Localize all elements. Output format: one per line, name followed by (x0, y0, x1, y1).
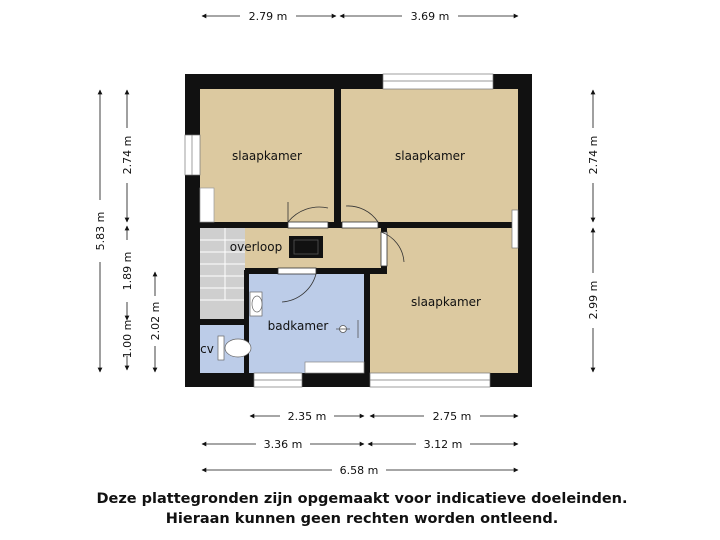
room-label-landing: overloop (230, 240, 282, 254)
window-top-right (382, 73, 494, 90)
wall-bedroom-left (364, 270, 370, 373)
sink (249, 291, 263, 317)
disclaimer-line-2: Hieraan kunnen geen rechten worden ontle… (166, 511, 558, 527)
dim-left-mid: 1.89 m (121, 252, 134, 291)
dim-right-lower: 2.99 m (587, 281, 600, 320)
dim-bottom-row2-right: 3.12 m (424, 438, 463, 451)
shower (336, 320, 359, 338)
room-label-bedroom-top-left: slaapkamer (232, 149, 302, 163)
bath-bench (304, 361, 365, 374)
hatch (289, 236, 323, 258)
floor-bedroom-bottom-right (370, 228, 518, 373)
dim-bottom-row2-left: 3.36 m (264, 438, 303, 451)
dim-left-total: 5.83 m (94, 212, 107, 251)
window-left (184, 134, 201, 176)
dim-bottom-row1-right: 2.75 m (433, 410, 472, 423)
stairs-treads (200, 228, 245, 301)
room-label-bathroom: badkamer (268, 319, 329, 333)
room-label-bedroom-top-right: slaapkamer (395, 149, 465, 163)
wall-stairs-bottom (200, 319, 249, 325)
toilet (217, 335, 252, 361)
dim-left-bath: 2.02 m (149, 302, 162, 341)
dim-top-right: 3.69 m (411, 10, 450, 23)
room-label-boiler: cv (200, 342, 214, 356)
floor-bedroom-top-right (341, 89, 518, 222)
door-bedroom-top-right (341, 205, 379, 229)
dim-bottom-row1-left: 2.35 m (288, 410, 327, 423)
dim-top-left: 2.79 m (249, 10, 288, 23)
closet (199, 187, 215, 223)
wall-top-divider (334, 89, 341, 228)
dim-right-upper: 2.74 m (587, 136, 600, 175)
window-right (511, 209, 519, 249)
room-label-bedroom-bottom-right: slaapkamer (411, 295, 481, 309)
disclaimer-line-1: Deze plattegronden zijn opgemaakt voor i… (96, 491, 627, 507)
stairs (200, 228, 245, 319)
dim-bottom-total: 6.58 m (340, 464, 379, 477)
door-bedroom-bottom-right (380, 231, 405, 267)
dim-left-lower: 1.00 m (121, 320, 134, 359)
dim-left-upper: 2.74 m (121, 136, 134, 175)
floor-bedroom-top-left (200, 89, 334, 222)
door-bathroom (277, 267, 317, 303)
door-bedroom-top-left (287, 202, 329, 229)
